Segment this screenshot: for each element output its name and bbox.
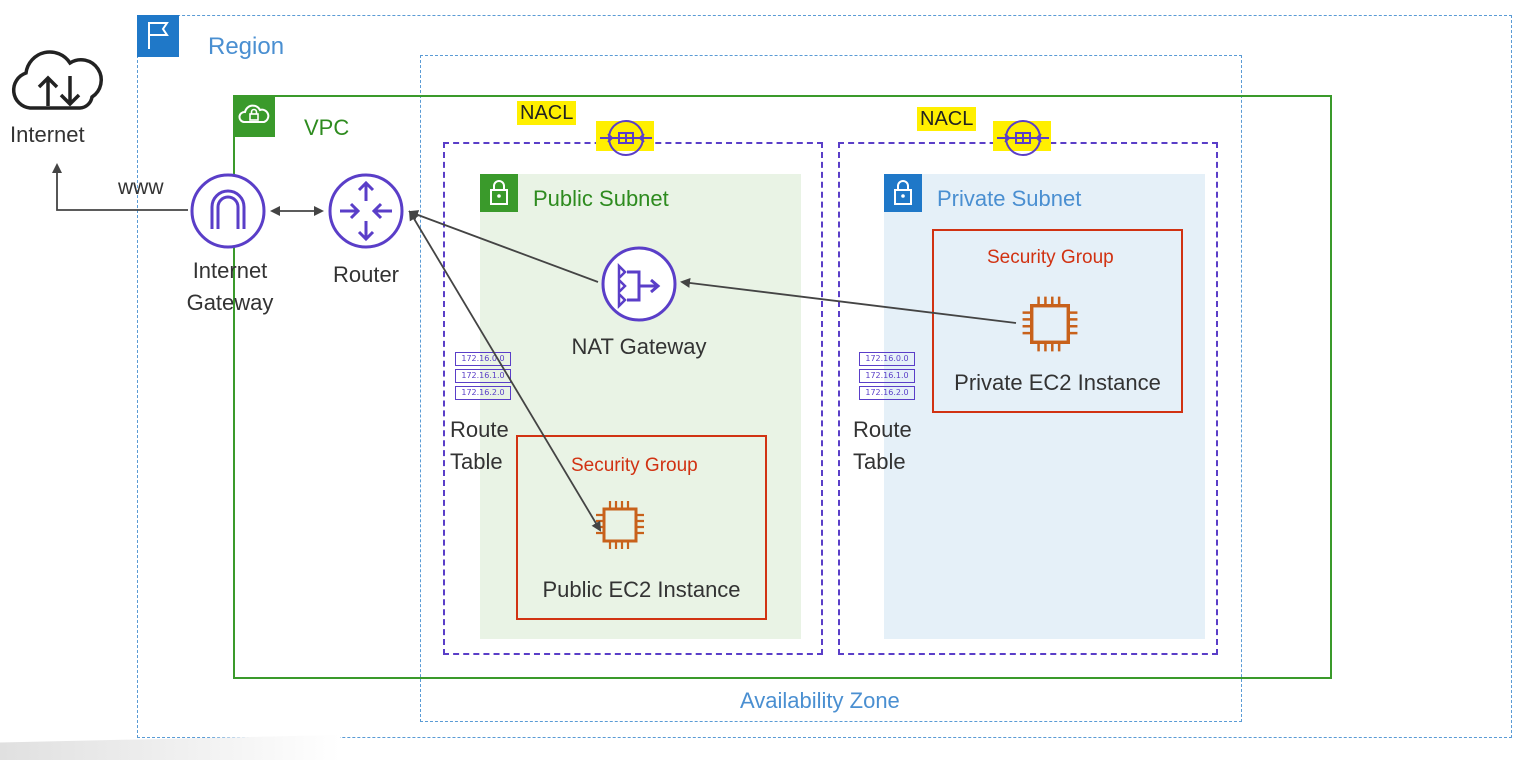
availability-zone-label: Availability Zone — [740, 688, 900, 713]
internet-cloud-icon — [11, 50, 103, 110]
vpc-label: VPC — [304, 115, 350, 140]
nat-gateway-icon — [601, 246, 677, 322]
internet-gateway-label-2: Gateway — [186, 290, 274, 315]
route-row: 172.16.2.0 — [859, 386, 915, 400]
vpc-cloud-lock-icon — [233, 95, 275, 137]
nacl-label-public: NACL — [517, 101, 577, 125]
internet-gateway-icon — [190, 173, 266, 249]
public-subnet-lock-icon — [480, 174, 518, 212]
www-label: www — [118, 176, 164, 199]
igw-to-internet-arrow — [52, 163, 188, 211]
private-ec2-label: Private EC2 Instance — [954, 370, 1161, 395]
route-row: 172.16.1.0 — [859, 369, 915, 383]
route-table-private-label-2: Table — [853, 449, 906, 474]
private-ec2-to-nat-arrow — [680, 278, 1017, 324]
public-subnet-label: Public Subnet — [533, 186, 669, 211]
region-flag-icon — [137, 15, 179, 57]
nacl-firewall-icon — [997, 120, 1049, 156]
region-label: Region — [208, 33, 285, 60]
route-table-private-icon: 172.16.0.0 172.16.1.0 172.16.2.0 — [859, 352, 915, 403]
security-group-private — [932, 229, 1183, 413]
route-row: 172.16.0.0 — [859, 352, 915, 366]
private-subnet-label: Private Subnet — [937, 186, 1082, 211]
route-table-private-label-1: Route — [853, 417, 912, 442]
nacl-label-private: NACL — [917, 107, 977, 131]
private-subnet-area — [884, 174, 1205, 639]
security-group-private-label: Security Group — [987, 247, 1114, 268]
router-public-ec2-arrow — [408, 210, 602, 532]
security-group-public-label: Security Group — [571, 455, 698, 476]
router-icon — [328, 173, 404, 249]
router-label: Router — [332, 262, 400, 287]
public-ec2-label: Public EC2 Instance — [542, 577, 741, 602]
private-subnet-lock-icon — [884, 174, 922, 212]
vpc-boundary — [233, 95, 1332, 679]
internet-label: Internet — [10, 122, 85, 147]
region-boundary — [137, 15, 1512, 738]
nat-to-router-arrow — [408, 210, 599, 283]
private-ec2-chip-icon — [1022, 296, 1078, 352]
nacl-firewall-icon — [600, 120, 652, 156]
internet-gateway-label-1: Internet — [192, 258, 268, 283]
